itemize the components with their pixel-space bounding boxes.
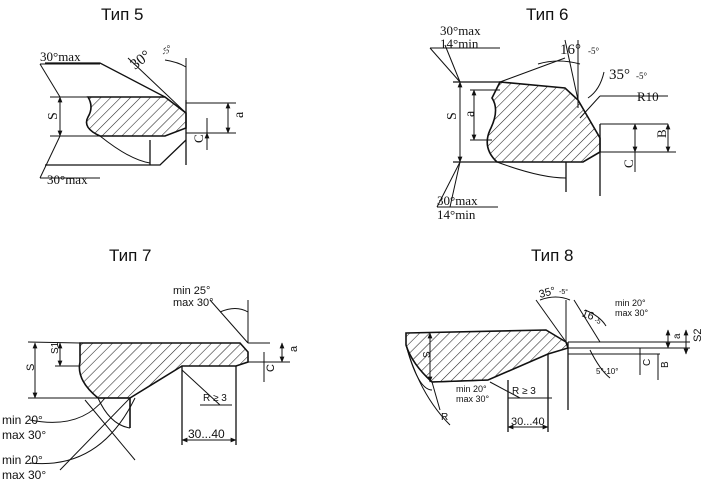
t7-S1-label: S1 — [50, 341, 61, 354]
t6-angle35: 35° — [609, 67, 630, 83]
t7-max30a: max 30° — [2, 428, 46, 442]
t8-angle16-tol: -5 — [593, 317, 601, 326]
t8-B-label: B — [660, 361, 671, 368]
t8-C-label: C — [642, 359, 653, 366]
t7-max30b: max 30° — [2, 468, 46, 482]
t7-R-label: R ≥ 3 — [203, 393, 227, 404]
t6-top-angle-1: 30°max — [440, 23, 481, 38]
t8-min20b: min 20° — [456, 384, 487, 394]
t6-angle16-tol: -5° — [588, 46, 599, 56]
t8-max30b: max 30° — [456, 394, 490, 404]
t6-R10: R10 — [637, 89, 659, 104]
t8-angle35-tol: -5° — [559, 288, 568, 296]
t6-a-label: a — [463, 110, 478, 117]
title-type-6: Тип 6 — [526, 5, 569, 24]
t7-max30: max 30° — [173, 297, 213, 309]
t8-range: 5°-10° — [596, 367, 618, 376]
t6-angle35-tol: -5° — [636, 71, 647, 81]
t7-C-label: C — [265, 364, 277, 372]
t8-angle35: 35° — [538, 285, 557, 301]
title-type-8: Тип 8 — [531, 246, 574, 265]
t8-Rc-label: R — [441, 412, 448, 423]
t8-max30: max 30° — [615, 308, 649, 318]
t8-S-label: S — [422, 351, 433, 358]
t7-a-label: a — [288, 345, 300, 352]
t8-length: 30...40 — [511, 416, 545, 428]
t8-R-label: R ≥ 3 — [512, 386, 536, 397]
t8-a-label: a — [672, 333, 683, 339]
t7-S-label: S — [25, 364, 37, 371]
t6-top-angle-2: 14°min — [440, 36, 479, 51]
t5-C-label: C — [191, 134, 206, 143]
joint-type-5 — [39, 57, 236, 179]
t6-B-label: B — [654, 129, 669, 138]
title-type-5: Тип 5 — [101, 5, 144, 24]
t7-weld-section — [78, 342, 249, 399]
t8-angle16: 16 — [580, 308, 596, 323]
t6-bottom-angle-1: 30°max — [437, 193, 478, 208]
t5-weld-section — [85, 96, 187, 137]
t7-length: 30...40 — [188, 427, 225, 441]
t6-C-label: C — [621, 159, 636, 168]
t5-a-label: a — [232, 111, 247, 118]
joint-type-7 — [27, 299, 290, 471]
joint-type-6 — [429, 39, 676, 208]
title-type-7: Тип 7 — [109, 246, 152, 265]
t8-min20: min 20° — [615, 298, 646, 308]
t7-min25: min 25° — [173, 285, 210, 297]
joint-type-8 — [405, 296, 690, 432]
t6-weld-section — [486, 81, 601, 163]
t5-bottom-angle: 30°max — [47, 172, 88, 187]
t6-angle16: 16° — [560, 42, 581, 58]
t5-bevel-tol: -5° — [159, 43, 174, 58]
t6-bottom-angle-2: 14°min — [437, 207, 476, 222]
t5-S-label: S — [46, 112, 61, 120]
t6-S-label: S — [445, 112, 460, 120]
t5-bevel-angle: 30° — [128, 48, 154, 74]
t8-S2-label: S2 — [692, 329, 704, 342]
t7-min20a: min 20° — [2, 413, 43, 427]
t7-min20b: min 20° — [2, 453, 43, 467]
t5-top-angle: 30°max — [40, 49, 81, 64]
